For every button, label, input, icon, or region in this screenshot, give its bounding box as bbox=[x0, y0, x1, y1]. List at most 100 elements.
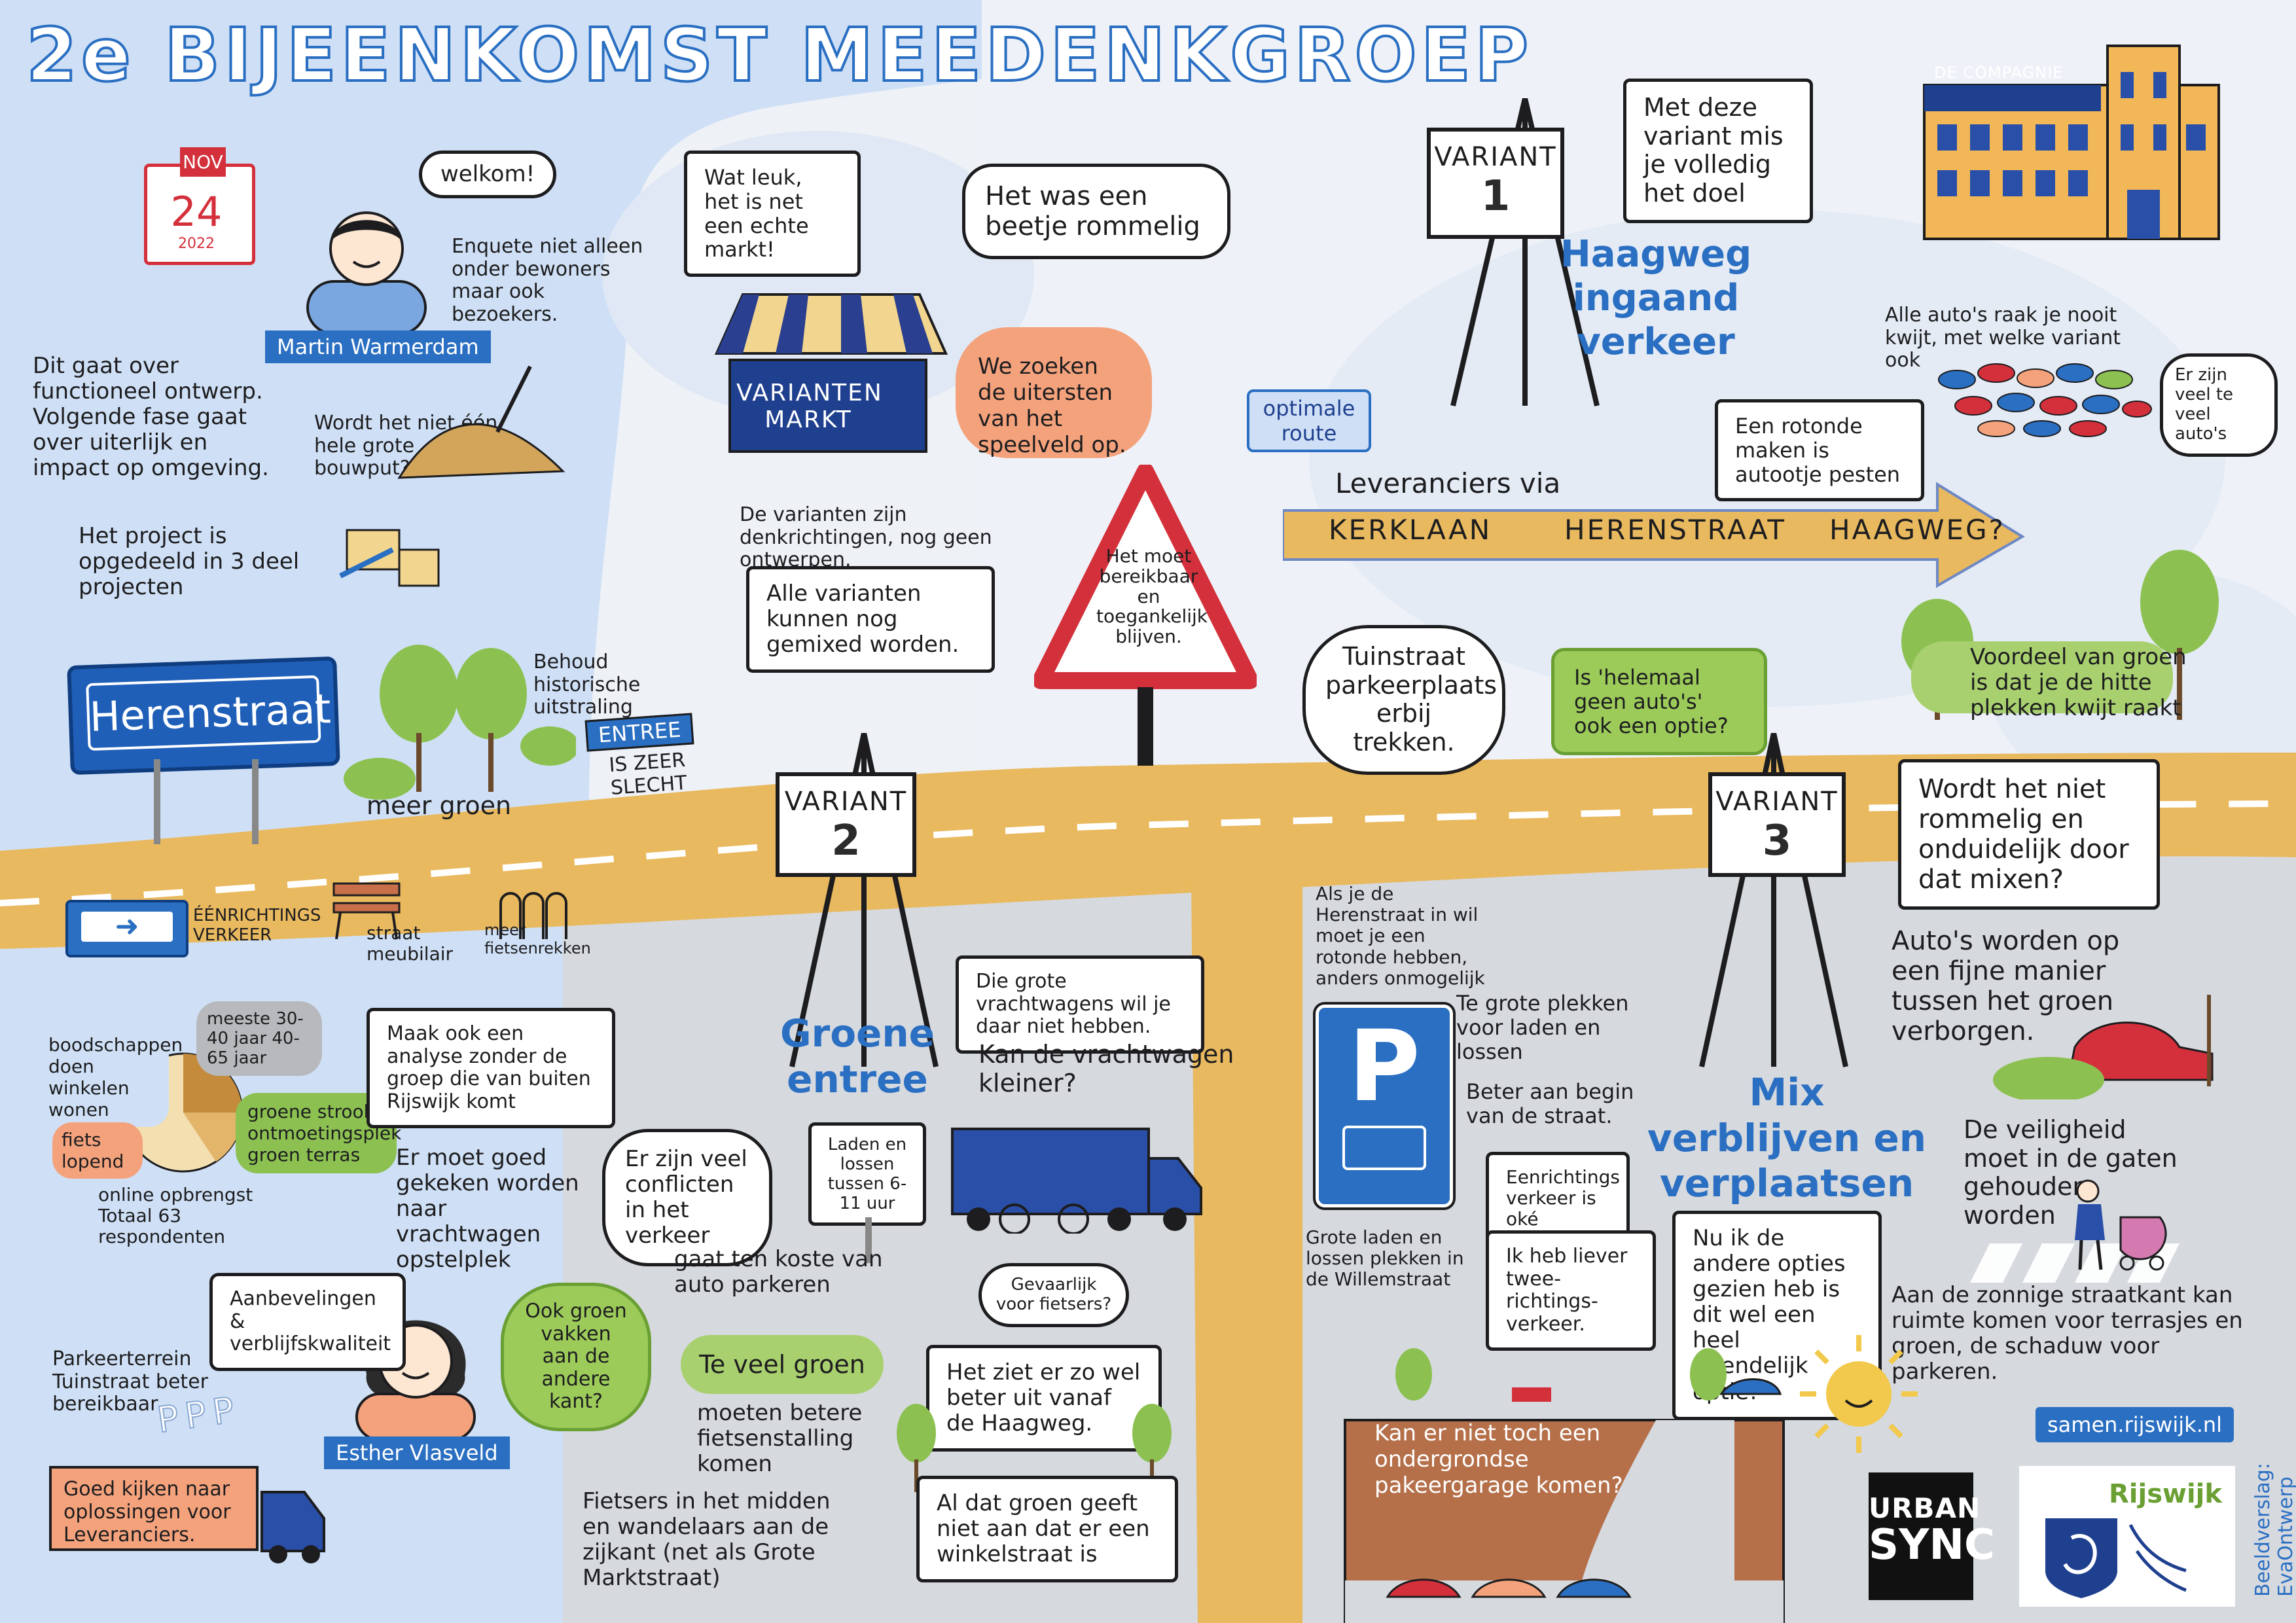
urban-sync-logo: URBAN SYNC bbox=[1869, 1472, 1995, 1600]
cars-cluster-icon bbox=[1938, 363, 2152, 437]
truck-cab-icon bbox=[260, 1491, 325, 1563]
arrow-right-icon: ➜ bbox=[81, 912, 173, 942]
compagnie-name: DE COMPAGNIE bbox=[1934, 63, 2064, 82]
winkelstraat-bubble: Al dat groen geeft niet aan dat er een w… bbox=[916, 1476, 1178, 1583]
sign-post bbox=[252, 759, 259, 844]
parking-p-icon: P bbox=[1348, 1010, 1420, 1124]
tweerichting-bubble: Ik heb liever twee-richtings-verkeer. bbox=[1486, 1230, 1656, 1351]
delivery-van-icon bbox=[1342, 1126, 1426, 1170]
leveranciers-note: Goed kijken naar oplossingen voor Levera… bbox=[49, 1466, 259, 1551]
beter-begin-note: Beter aan begin van de straat. bbox=[1466, 1079, 1634, 1128]
analyse-note: Maak ook een analyse zonder de groep die… bbox=[367, 1008, 615, 1128]
rijswijk-logo: Rijswijk bbox=[2019, 1466, 2235, 1607]
martin-name: Martin Warmerdam bbox=[265, 330, 491, 363]
rommelig-bubble: Het was een beetje rommelig bbox=[962, 164, 1230, 259]
route-kerklaan: KERKLAAN bbox=[1329, 514, 1492, 546]
trees-left bbox=[344, 645, 576, 800]
calendar-icon: NOV 24 2022 bbox=[144, 147, 255, 265]
parkeerterrein-note: Parkeerterrein Tuinstraat beter bereikba… bbox=[52, 1347, 208, 1416]
market-sign: VARIANTEN MARKT bbox=[736, 380, 883, 433]
entree-text: IS ZEER SLECHT bbox=[608, 749, 688, 800]
meubilair-note: straat meubilair bbox=[367, 922, 454, 965]
survey-opbrengst: online opbrengst Totaal 63 respondenten bbox=[98, 1184, 253, 1248]
survey-boodschappen: boodschappen doen winkelen wonen bbox=[39, 1027, 183, 1127]
te-veel-groen-note: Te veel groen bbox=[681, 1335, 884, 1394]
meer-groen-note: meer groen bbox=[367, 791, 512, 820]
one-way-sign: ➜ bbox=[65, 900, 188, 957]
rijswijk-lion-icon bbox=[2045, 1518, 2187, 1598]
vrachtwagen-opstelplek-note: Er moet goed gekeken worden naar vrachtw… bbox=[396, 1145, 579, 1274]
esther-name: Esther Vlasveld bbox=[324, 1436, 510, 1469]
variant1-doel-bubble: Met deze variant mis je volledig het doe… bbox=[1623, 79, 1813, 223]
underground-garage-icon bbox=[1344, 1348, 1785, 1623]
samen-rijswijk-url[interactable]: samen.rijswijk.nl bbox=[2036, 1407, 2234, 1442]
sign-post bbox=[865, 1217, 872, 1263]
gevaarlijk-bubble: Gevaarlijk voor fietsers? bbox=[978, 1263, 1129, 1327]
fietsers-midden-note: Fietsers in het midden en wandelaars aan… bbox=[583, 1488, 831, 1592]
esther-speech: Aanbevelingen & verblijfskwaliteit bbox=[209, 1273, 406, 1371]
warning-sign-icon bbox=[1034, 465, 1257, 766]
fietsenrekken-note: meer fietsenrekken bbox=[484, 921, 591, 957]
optimale-route-sign: optimale route bbox=[1247, 389, 1371, 452]
vriendelijk-bubble: Nu ik de andere opties gezien heb is dit… bbox=[1672, 1211, 1882, 1420]
page-title: 2e BIJEENKOMST MEEDENKGROEP bbox=[25, 12, 1533, 99]
rotonde-bubble: Een rotonde maken is autootje pesten bbox=[1715, 399, 1924, 502]
compagnie-building-icon bbox=[1923, 45, 2220, 240]
tuinstraat-bubble: Tuinstraat parkeerplaats erbij trekken. bbox=[1302, 625, 1505, 775]
kosten-note: gaat ten koste van auto parkeren bbox=[674, 1246, 883, 1298]
veel-autos-bubble: Er zijn veel te veel auto's bbox=[2160, 353, 2278, 457]
survey-fiets: fiets lopend bbox=[52, 1122, 143, 1179]
variant2-name: Groene entree bbox=[780, 1011, 935, 1101]
route-herenstraat: HERENSTRAAT bbox=[1564, 514, 1787, 546]
route-arrow bbox=[1283, 482, 2025, 588]
truck-icon bbox=[951, 1128, 1202, 1234]
kleiner-note: Kan de vrachtwagen kleiner? bbox=[978, 1040, 1234, 1097]
trees-right bbox=[1901, 550, 2219, 720]
groen-verborgen-note: Auto's worden op een fijne manier tussen… bbox=[1892, 926, 2120, 1046]
bike-rack-icon bbox=[499, 892, 567, 939]
historisch-note: Behoud historische uitstraling bbox=[533, 651, 641, 719]
survey-meeste: meeste 30-40 jaar 40-65 jaar bbox=[196, 1001, 322, 1076]
variant1-name: Haagweg ingaand verkeer bbox=[1560, 233, 1752, 364]
variant-1-sign: VARIANT 1 bbox=[1427, 128, 1564, 239]
bench-icon bbox=[332, 882, 401, 940]
sign-post bbox=[154, 759, 160, 844]
vrachtwagens-bubble: Die grote vrachtwagens wil je daar niet … bbox=[956, 955, 1204, 1054]
laden-lossen-sign: Laden en lossen tussen 6-11 uur bbox=[808, 1122, 926, 1226]
credit-note: Beeldverslag: EvaOntwerp bbox=[2251, 1463, 2296, 1597]
autos-kwijt-note: Alle auto's raak je nooit kwijt, met wel… bbox=[1885, 304, 2121, 372]
sun-icon bbox=[1800, 1335, 1918, 1453]
calendar-year: 2022 bbox=[178, 236, 215, 252]
calendar-month: NOV bbox=[180, 147, 226, 177]
rotonde-v3-note: Als je de Herenstraat in wil moet je een… bbox=[1316, 883, 1485, 989]
parking-sign: P bbox=[1313, 1002, 1456, 1210]
parent-stroller-icon bbox=[2075, 1179, 2167, 1271]
martin-avatar bbox=[306, 211, 427, 334]
variant3-name: Mix verblijven en verplaatsen bbox=[1647, 1070, 1927, 1206]
variant3-rommelig-bubble: Wordt het niet rommelig en onduidelijk d… bbox=[1898, 759, 2160, 910]
herenstraat-sign: Herenstraat bbox=[67, 656, 340, 776]
geen-autos-bubble: Is 'helemaal geen auto's' ook een optie? bbox=[1551, 648, 1767, 756]
haagweg-bubble: Het ziet er zo wel beter uit vanaf de Ha… bbox=[926, 1345, 1162, 1452]
route-haagweg: HAAGWEG? bbox=[1829, 514, 2005, 546]
sand-pile-icon bbox=[397, 365, 565, 479]
market-stall-icon bbox=[714, 293, 948, 453]
uitersten-bubble: We zoeken de uitersten van het speelveld… bbox=[956, 327, 1152, 458]
te-grote-note: Te grote plekken voor laden en lossen bbox=[1456, 991, 1629, 1064]
ook-groen-bubble: Ook groen vakken aan de andere kant? bbox=[501, 1283, 651, 1431]
denkrichtingen-note: De varianten zijn denkrichtingen, nog ge… bbox=[740, 503, 992, 571]
grote-laden-note: Grote laden en lossen plekken in de Will… bbox=[1306, 1226, 1464, 1291]
car-in-bushes-icon bbox=[1993, 995, 2214, 1099]
variant-2-sign: VARIANT 2 bbox=[776, 772, 916, 877]
gemixed-note: Alle varianten kunnen nog gemixed worden… bbox=[746, 566, 995, 673]
enquete-note: Enquete niet alleen onder bewoners maar … bbox=[452, 235, 643, 326]
veiligheid-note: De veiligheid moet in de gaten gehouden … bbox=[1964, 1115, 2178, 1230]
hitte-note: Voordeel van groen is dat je de hitte pl… bbox=[1970, 644, 2187, 722]
calendar-day: 24 bbox=[170, 188, 223, 236]
cake-icon bbox=[339, 529, 440, 587]
functioneel-note: Dit gaat over functioneel ontwerp. Volge… bbox=[33, 353, 269, 482]
survey-groen: groene strook ontmoetingsplek groen terr… bbox=[236, 1093, 401, 1173]
fietsenstalling-note: moeten betere fietsenstalling komen bbox=[697, 1400, 863, 1478]
zonnige-note: Aan de zonnige straatkant kan ruimte kom… bbox=[1892, 1282, 2243, 1385]
deelprojecten-note: Het project is opgedeeld in 3 deel proje… bbox=[79, 523, 300, 601]
